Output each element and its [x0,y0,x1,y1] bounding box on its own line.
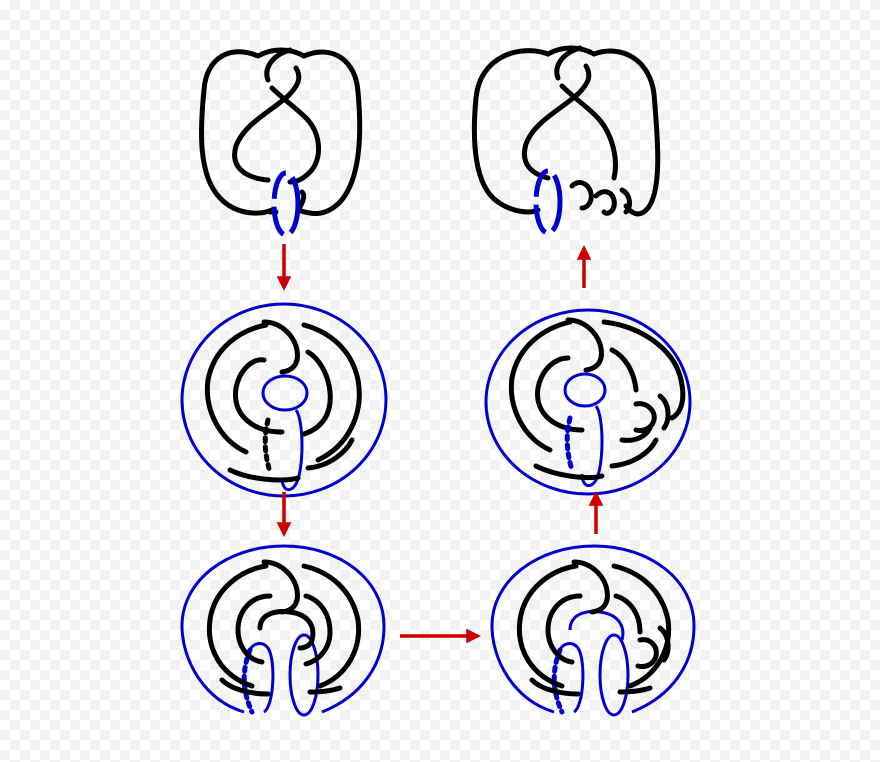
panel-top-right [471,45,661,236]
torus-outer-middle-left [180,302,388,498]
panel-bottom-left [180,544,386,717]
panel-middle-left [180,302,388,498]
panel-middle-right [484,308,692,496]
torus-outer-bottom-right [490,544,696,714]
torus-inner-middle-right [563,372,607,408]
torus-outer-bottom-left [180,544,386,714]
torus-inner-middle-left [261,374,309,412]
surgery-circle-top-left [271,170,301,238]
knot-top-left [198,47,363,216]
surgery-circle-top-right [533,168,563,236]
panel-bottom-right [490,544,696,717]
torus-outer-middle-right [484,308,692,496]
panel-top-left [198,47,363,238]
arrows [276,244,604,644]
